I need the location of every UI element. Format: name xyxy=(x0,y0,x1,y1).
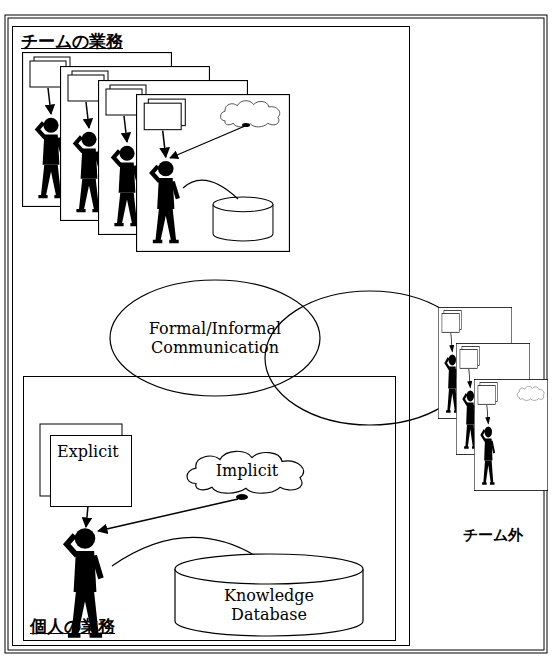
outside-team-cards xyxy=(436,298,550,544)
database-cylinder: Knowledge Database xyxy=(174,553,364,637)
outer-frame xyxy=(8,18,544,650)
node-label: Implicit xyxy=(216,461,278,480)
individual-region: 個人の業務ExplicitImplicitKnowledge Database xyxy=(23,376,396,641)
outer-frame xyxy=(5,15,547,653)
node-label: Knowledge Database xyxy=(204,586,334,624)
communication-ellipse: Formal/Informal Communication xyxy=(109,279,321,397)
node-label: Explicit xyxy=(57,442,125,461)
outside-team-group: チーム外 xyxy=(436,298,550,544)
node-label: チームの業務 xyxy=(21,31,401,51)
node-label: チーム外 xyxy=(463,526,523,544)
explicit-document: Explicit xyxy=(50,435,132,507)
team-member-cards xyxy=(23,53,290,252)
implicit-cloud: Implicit xyxy=(182,447,312,495)
team-region: チームの業務Formal/Informal Communication個人の業務… xyxy=(12,26,410,646)
node-label: Formal/Informal Communication xyxy=(131,319,299,357)
